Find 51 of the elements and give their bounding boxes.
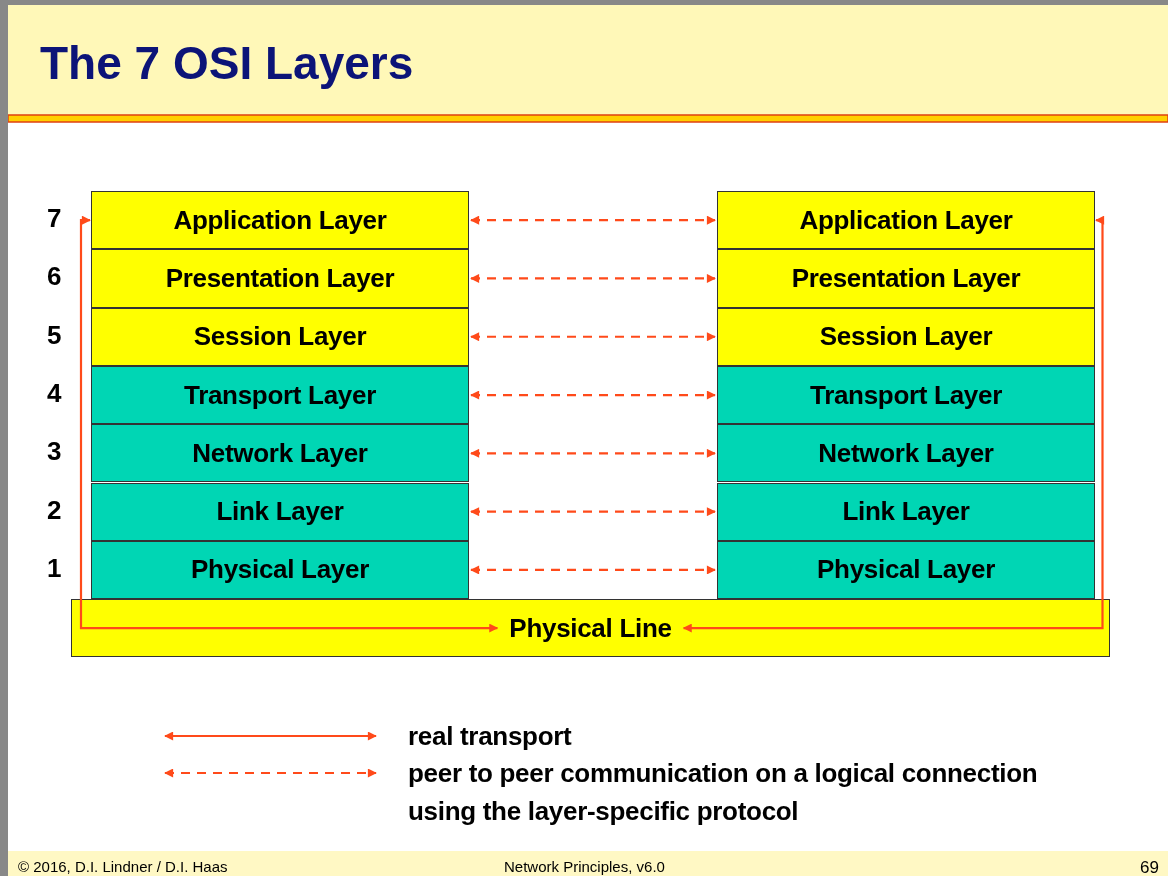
layer-name: Link Layer	[842, 496, 970, 528]
layer-number: 3	[47, 436, 62, 468]
layer-number: 6	[47, 261, 62, 293]
layer-name: Link Layer	[216, 496, 344, 528]
layer-number: 7	[47, 203, 62, 234]
layer-box	[717, 249, 1095, 308]
peer-arrow	[470, 273, 716, 283]
legend-text: peer to peer communication on a logical connection using the layer-specific protocol	[408, 757, 1039, 828]
layer-box	[91, 365, 469, 425]
layer-name: Transport Layer	[810, 379, 1002, 411]
layer-box	[91, 482, 469, 541]
layer-name: Network Layer	[818, 437, 994, 469]
peer-arrow	[470, 565, 716, 575]
layer-name: Presentation Layer	[165, 262, 395, 294]
peer-arrow	[470, 507, 716, 517]
layer-name: Transport Layer	[184, 379, 376, 411]
layer-box	[91, 540, 469, 600]
layer-box	[717, 191, 1095, 250]
layer-name: Physical Line	[509, 612, 672, 644]
layer-name: Session Layer	[819, 321, 993, 353]
layer-box	[91, 191, 469, 250]
layer-box	[717, 424, 1095, 483]
legend-text: real transport	[408, 720, 573, 753]
layer-name: Physical Layer	[191, 554, 369, 586]
layer-name: Presentation Layer	[791, 262, 1021, 294]
layer-name: Application Layer	[799, 204, 1013, 236]
slide-title: The 7 OSI Layers	[40, 36, 414, 90]
layer-box	[717, 482, 1095, 541]
layer-box	[717, 307, 1095, 366]
copyright-note: © 2016, D.I. Lindner / D.I. Haas	[18, 858, 228, 875]
peer-arrow	[470, 215, 716, 225]
layer-box	[717, 365, 1095, 425]
page-number: 69	[1140, 858, 1159, 876]
layer-name: Session Layer	[193, 321, 367, 353]
course-note: Network Principles, v6.0	[504, 858, 665, 875]
transport-arrow	[682, 215, 1105, 633]
layer-box	[91, 249, 469, 308]
peer-arrow	[470, 390, 716, 400]
layer-box	[91, 307, 469, 366]
layer-number: 2	[47, 494, 62, 526]
layer-box	[717, 540, 1095, 600]
peer-arrow	[470, 332, 716, 342]
layer-box	[91, 424, 469, 483]
transport-arrow	[79, 215, 499, 633]
layer-number: 5	[47, 319, 62, 351]
layer-number: 1	[47, 552, 62, 584]
layer-name: Physical Layer	[817, 554, 995, 586]
peer-arrow	[470, 448, 716, 458]
layer-name: Network Layer	[192, 437, 368, 469]
layer-number: 4	[47, 377, 62, 409]
layer-name: Application Layer	[173, 204, 387, 236]
